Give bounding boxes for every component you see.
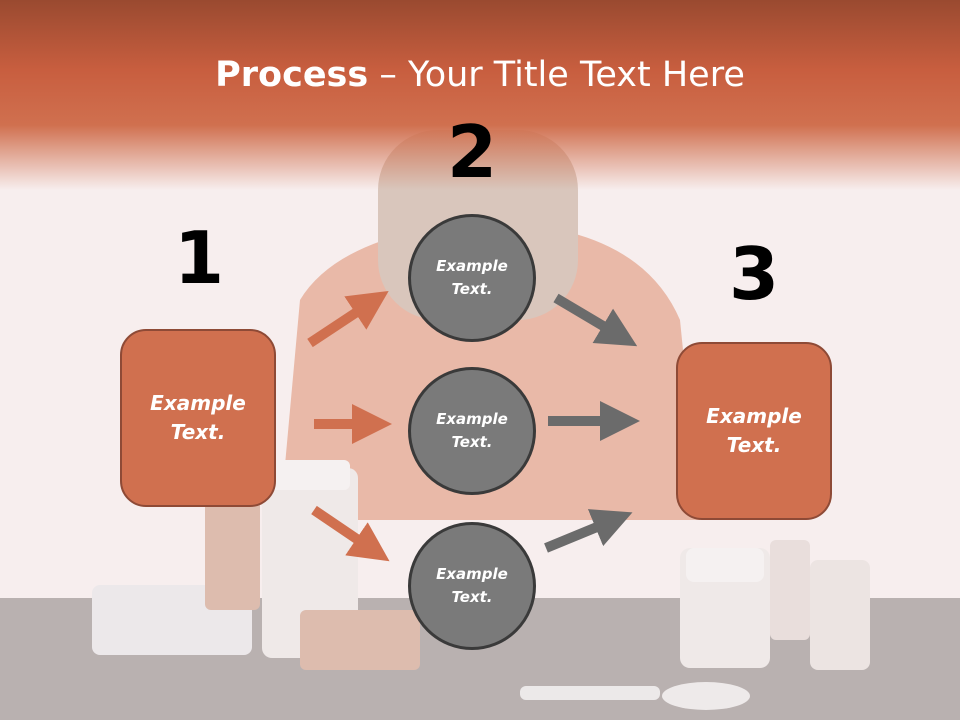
- arrow-1-to-top: [307, 290, 389, 348]
- step-box-3-text: Example Text.: [706, 404, 802, 457]
- step-box-1: Example Text.: [120, 329, 276, 507]
- step-box-1-text: Example Text.: [150, 391, 246, 444]
- arrow-top-to-3: [553, 293, 638, 347]
- circle-top-text: Example Text.: [436, 257, 508, 298]
- circle-middle: Example Text.: [408, 367, 536, 495]
- page-title: Process – Your Title Text Here: [0, 52, 960, 98]
- step-number-2: 2: [446, 110, 498, 194]
- title-rest: – Your Title Text Here: [368, 55, 745, 95]
- step-box-3: Example Text.: [676, 342, 832, 520]
- title-bold: Process: [215, 55, 369, 95]
- step-number-3: 3: [728, 232, 780, 316]
- arrow-bottom-to-3: [544, 509, 633, 553]
- step-number-1: 1: [173, 216, 225, 300]
- circle-bottom-text: Example Text.: [436, 565, 508, 606]
- circle-middle-text: Example Text.: [436, 410, 508, 451]
- circle-bottom: Example Text.: [408, 522, 536, 650]
- title-band: [0, 0, 960, 190]
- arrow-1-to-bottom: [311, 505, 390, 562]
- circle-top: Example Text.: [408, 214, 536, 342]
